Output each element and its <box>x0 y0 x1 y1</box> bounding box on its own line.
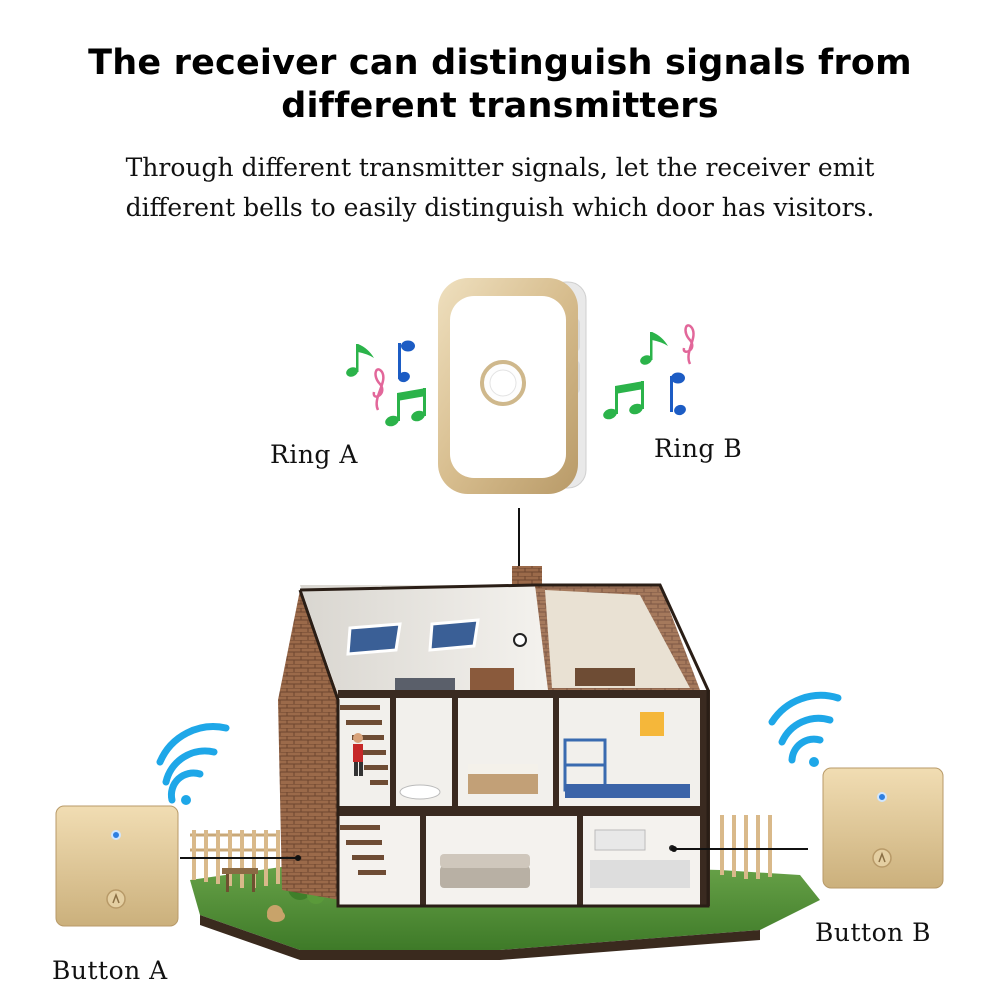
transmitter-button-b <box>768 691 944 889</box>
wifi-signal-icon <box>768 691 842 767</box>
headline: The receiver can distinguish signals fro… <box>0 42 1000 128</box>
label-ring-a: Ring A <box>270 440 358 469</box>
receiver-mount-icon <box>513 633 527 647</box>
music-notes-left <box>346 340 426 427</box>
music-note-icon <box>385 388 426 427</box>
subheadline: Through different transmitter signals, l… <box>0 148 1000 228</box>
led-indicator-icon <box>111 830 121 840</box>
music-note-icon <box>640 332 668 365</box>
house-cutaway <box>267 566 710 922</box>
music-notes-right <box>603 324 695 420</box>
music-note-icon <box>372 368 385 411</box>
wifi-signal-icon <box>156 723 230 805</box>
music-note-icon <box>682 324 695 365</box>
bell-icon <box>106 889 126 909</box>
label-button-a: Button A <box>52 956 168 985</box>
headline-line-1: The receiver can distinguish signals fro… <box>88 43 912 83</box>
label-ring-b: Ring B <box>654 434 743 463</box>
led-indicator-icon <box>877 792 887 802</box>
label-button-b: Button B <box>815 918 932 947</box>
transmitter-button-a <box>55 723 230 927</box>
subheadline-line-2: different bells to easily distinguish wh… <box>125 193 875 222</box>
headline-line-2: different transmitters <box>281 86 719 126</box>
bell-icon <box>872 848 892 868</box>
music-note-icon <box>398 340 415 383</box>
music-note-icon <box>346 344 374 377</box>
receiver-chime <box>438 278 587 494</box>
subheadline-line-1: Through different transmitter signals, l… <box>125 153 875 182</box>
music-note-icon <box>670 372 686 416</box>
music-note-icon <box>603 381 644 420</box>
